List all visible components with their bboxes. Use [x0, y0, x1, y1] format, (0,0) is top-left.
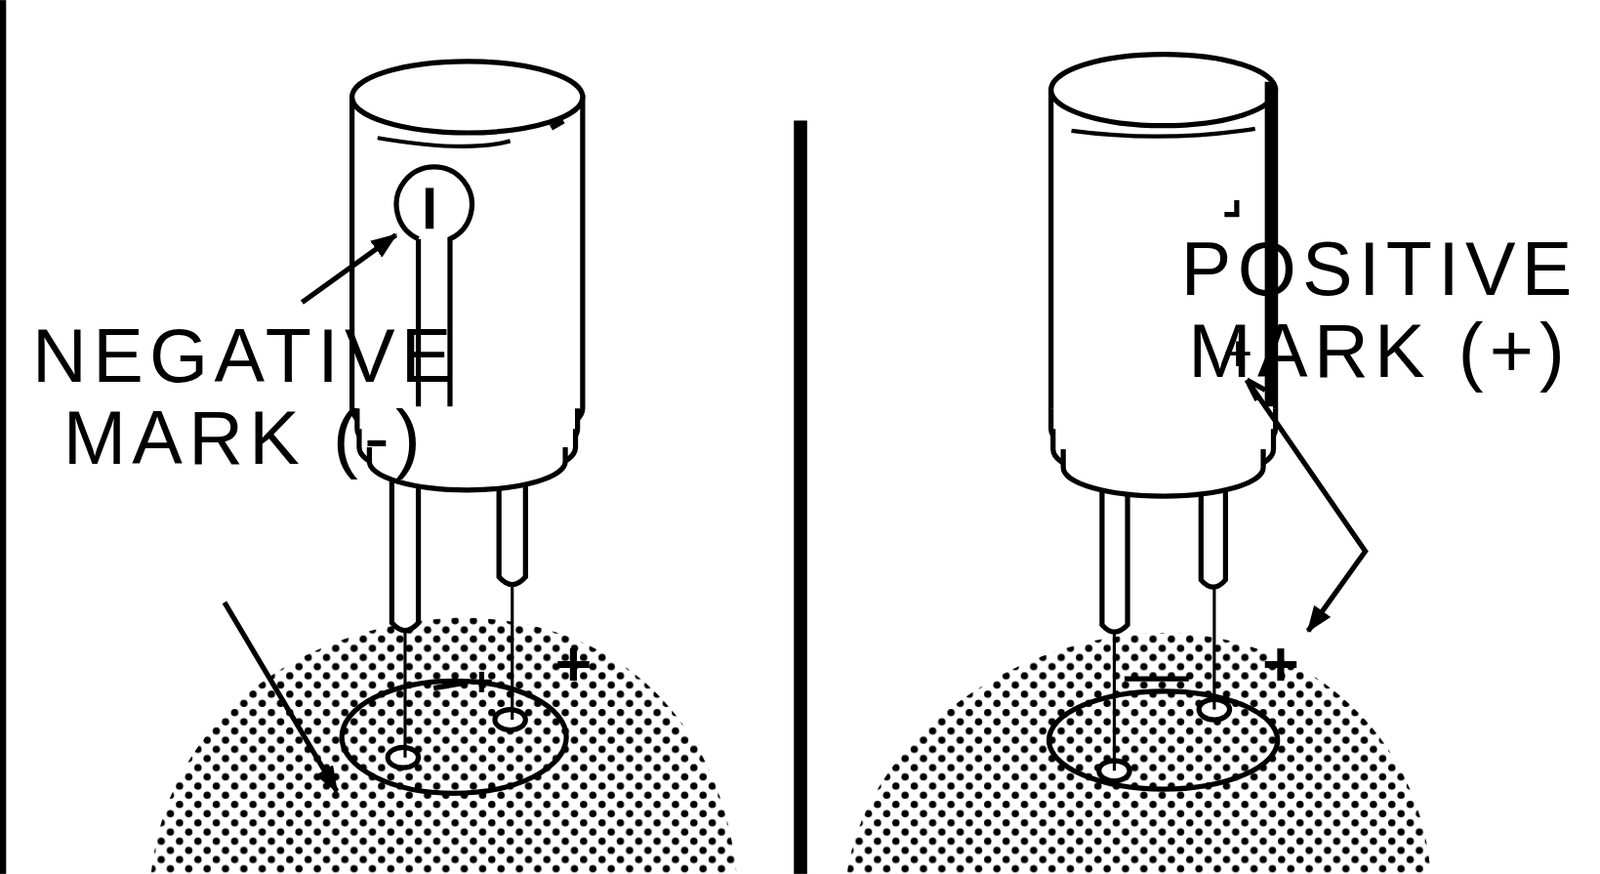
frame-line [0, 0, 6, 874]
capacitor-body [377, 137, 511, 147]
negative-stripe-mark [425, 187, 434, 229]
polarity-label: NEGATIVE MARK (-) [32, 315, 458, 479]
circuit-board [151, 617, 738, 874]
leader-arrow [301, 235, 396, 303]
circuit-board [1124, 676, 1190, 682]
capacitor-body [391, 471, 418, 631]
circuit-board [494, 709, 526, 731]
leader-arrow [1246, 379, 1365, 631]
circuit-board [479, 671, 485, 693]
circuit-board [387, 746, 418, 768]
circuit-board [433, 682, 464, 688]
circuit-board [1049, 691, 1278, 789]
circuit-board [847, 632, 1432, 874]
circuit-board [151, 617, 738, 874]
positive-stripe-mark [1224, 200, 1237, 215]
capacitor-body [1102, 479, 1128, 632]
capacitor-body [352, 61, 583, 133]
capacitor-body [510, 581, 514, 720]
leader-arrow [1246, 379, 1365, 631]
capacitor-body [403, 627, 407, 758]
panel-divider [793, 120, 808, 873]
circuit-board [341, 680, 567, 793]
circuit-board [847, 632, 1432, 874]
capacitor-body [1071, 128, 1256, 137]
board-plus-mark: + [1262, 632, 1300, 697]
capacitor-body [1112, 627, 1116, 771]
capacitor-body [1063, 449, 1264, 496]
leader-arrow [224, 602, 337, 791]
capacitor-body [1051, 54, 1276, 126]
capacitor-body [1212, 583, 1216, 710]
board-plus-mark: + [555, 632, 593, 697]
capacitor-body [550, 120, 564, 127]
capacitor-body [1051, 54, 1276, 772]
body-plus-mark: + [1223, 328, 1254, 380]
